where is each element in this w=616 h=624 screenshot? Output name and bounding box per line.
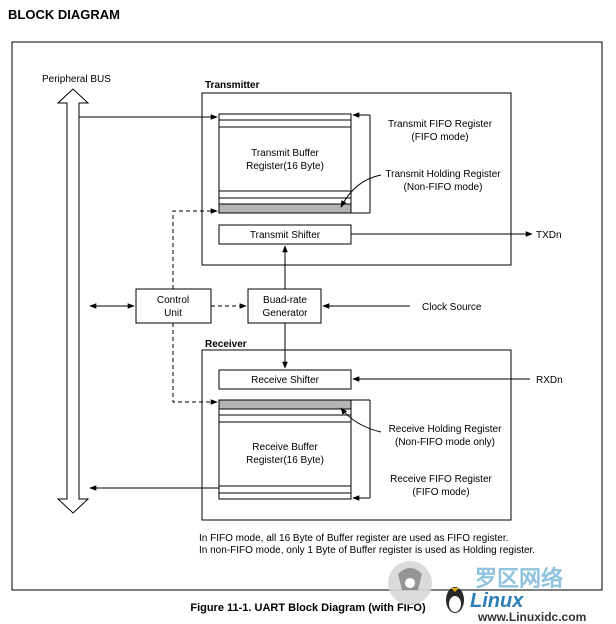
transmit-buffer-label-2: Register(16 Byte) — [246, 161, 324, 172]
receive-holding-label-1: Receive Holding Register — [389, 424, 503, 435]
transmit-holding-slot — [218, 203, 352, 214]
receive-buffer-label-1: Receive Buffer — [252, 442, 318, 453]
transmitter-box — [201, 92, 512, 266]
transmitter-title: Transmitter — [205, 80, 260, 91]
control-to-receive-arrow — [172, 323, 218, 405]
outer-frame — [11, 41, 603, 591]
receive-shifter — [218, 369, 352, 390]
baud-label-2: Generator — [262, 308, 308, 319]
receive-fifo-label-2: (FIFO mode) — [412, 487, 469, 498]
figure-caption: Figure 11-1. UART Block Diagram (with FI… — [190, 602, 426, 614]
page-title: BLOCK DIAGRAM — [8, 7, 120, 22]
transmit-holding-label-2: (Non-FIFO mode) — [404, 182, 483, 193]
receive-holding-slot — [218, 399, 352, 410]
transmit-buffer-label-1: Transmit Buffer — [251, 148, 319, 159]
transmit-fifo-label-2: (FIFO mode) — [411, 132, 468, 143]
watermark-url: www.Linuxidc.com — [477, 610, 586, 624]
control-unit-label-1: Control — [157, 295, 189, 306]
txd-label: TXDn — [536, 230, 562, 241]
receiver-title: Receiver — [205, 339, 247, 350]
peripheral-bus-label: Peripheral BUS — [42, 74, 111, 85]
note-fifo: In FIFO mode, all 16 Byte of Buffer regi… — [199, 533, 508, 544]
clock-source-label: Clock Source — [422, 302, 482, 313]
receive-fifo-label-1: Receive FIFO Register — [390, 474, 492, 485]
watermark-logo — [388, 561, 464, 613]
watermark-en: Linux — [470, 590, 524, 612]
note-non-fifo: In non-FIFO mode, only 1 Byte of Buffer … — [199, 545, 535, 556]
receive-buffer-register — [218, 399, 352, 500]
watermark-cn: 罗区网络 — [475, 566, 563, 591]
rxd-label: RXDn — [536, 375, 563, 386]
receive-holding-label-2: (Non-FIFO mode only) — [395, 437, 495, 448]
receiver-box — [201, 349, 512, 521]
baud-label-1: Buad-rate — [263, 295, 307, 306]
control-to-transmit-arrow — [172, 208, 218, 289]
receive-shifter-label: Receive Shifter — [251, 375, 319, 386]
transmit-holding-label-1: Transmit Holding Register — [385, 169, 501, 180]
transmit-fifo-label-1: Transmit FIFO Register — [388, 119, 493, 130]
transmit-buffer-register — [218, 113, 352, 214]
peripheral-bus-arrow — [56, 88, 90, 514]
control-unit-label-2: Unit — [164, 308, 182, 319]
receive-buffer-label-2: Register(16 Byte) — [246, 455, 324, 466]
transmit-shifter-label: Transmit Shifter — [250, 230, 321, 241]
